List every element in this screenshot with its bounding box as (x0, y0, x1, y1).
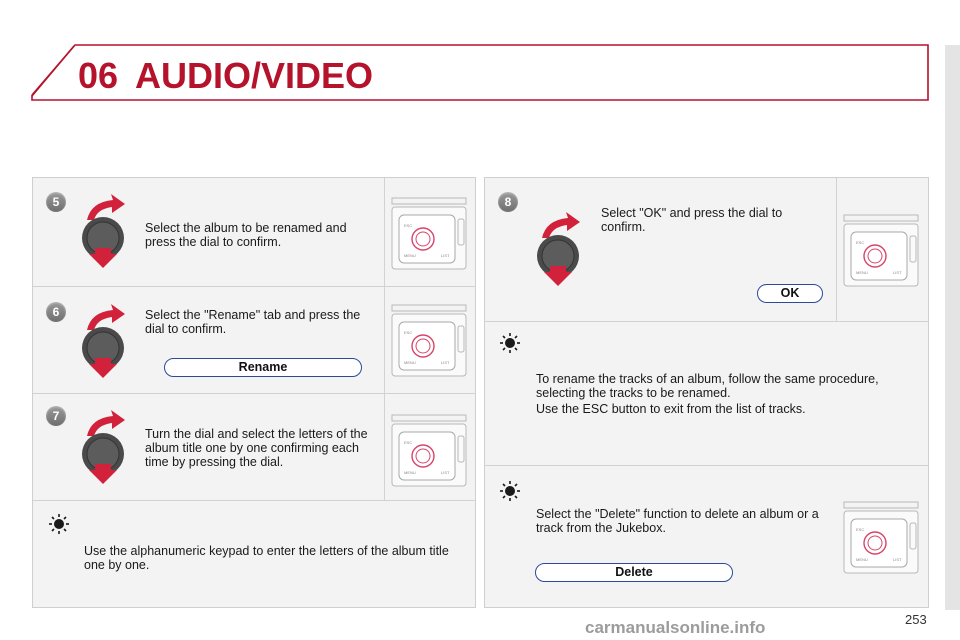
svg-text:MENU: MENU (856, 270, 868, 275)
svg-text:ESC: ESC (404, 223, 412, 228)
svg-text:LIST: LIST (893, 270, 902, 275)
chapter-header-frame (31, 44, 929, 101)
right-tip-1-line-2: Use the ESC button to exit from the list… (536, 402, 806, 416)
step-number-badge: 6 (46, 302, 66, 322)
step-number-badge: 8 (498, 192, 518, 212)
rename-button[interactable]: Rename (164, 358, 362, 377)
svg-text:LIST: LIST (441, 470, 450, 475)
svg-text:MENU: MENU (404, 253, 416, 258)
svg-text:ESC: ESC (856, 240, 864, 245)
radio-control-illustration: ESC MENU LIST (391, 414, 467, 487)
step-number-badge: 5 (46, 192, 66, 212)
svg-text:MENU: MENU (404, 470, 416, 475)
radio-control-illustration: ESC MENU LIST (843, 501, 919, 574)
step-number-badge: 7 (46, 406, 66, 426)
svg-text:MENU: MENU (404, 360, 416, 365)
divider (33, 500, 475, 501)
dial-press-icon (82, 410, 125, 484)
divider (33, 286, 475, 287)
radio-control-illustration: ESC MENU LIST (843, 214, 919, 287)
radio-control-illustration: ESC MENU LIST (391, 304, 467, 377)
ok-button[interactable]: OK (757, 284, 823, 303)
right-tip-1-line-1: To rename the tracks of an album, follow… (536, 372, 879, 400)
chapter-number: 06 (78, 55, 119, 96)
svg-text:LIST: LIST (441, 253, 450, 258)
page-number: 253 (905, 612, 927, 627)
svg-text:LIST: LIST (893, 557, 902, 562)
dial-press-icon (537, 212, 580, 286)
radio-control-illustration: ESC MENU LIST (391, 197, 467, 270)
dial-press-icon (82, 194, 125, 268)
svg-text:ESC: ESC (404, 440, 412, 445)
delete-button[interactable]: Delete (535, 563, 733, 582)
sun-tip-icon (49, 514, 69, 534)
divider (836, 178, 837, 321)
divider (485, 321, 928, 322)
chapter-title: AUDIO/VIDEO (135, 55, 374, 96)
dial-press-icon (82, 304, 125, 378)
step-5-text: Select the album to be renamed and press… (145, 221, 347, 249)
svg-text:LIST: LIST (441, 360, 450, 365)
divider (384, 178, 385, 500)
sun-tip-icon (500, 481, 520, 501)
left-tip-text: Use the alphanumeric keypad to enter the… (84, 544, 449, 572)
divider (33, 393, 475, 394)
divider (485, 465, 928, 466)
page-edge-strip (945, 45, 960, 610)
step-7-text: Turn the dial and select the letters of … (145, 427, 368, 469)
step-8-text: Select "OK" and press the dial to confir… (601, 206, 783, 234)
sun-tip-icon (500, 333, 520, 353)
right-tip-2-text: Select the "Delete" function to delete a… (536, 507, 819, 535)
watermark: carmanualsonline.info (585, 618, 766, 637)
svg-text:ESC: ESC (856, 527, 864, 532)
svg-text:MENU: MENU (856, 557, 868, 562)
svg-text:ESC: ESC (404, 330, 412, 335)
step-6-text: Select the "Rename" tab and press the di… (145, 308, 361, 336)
